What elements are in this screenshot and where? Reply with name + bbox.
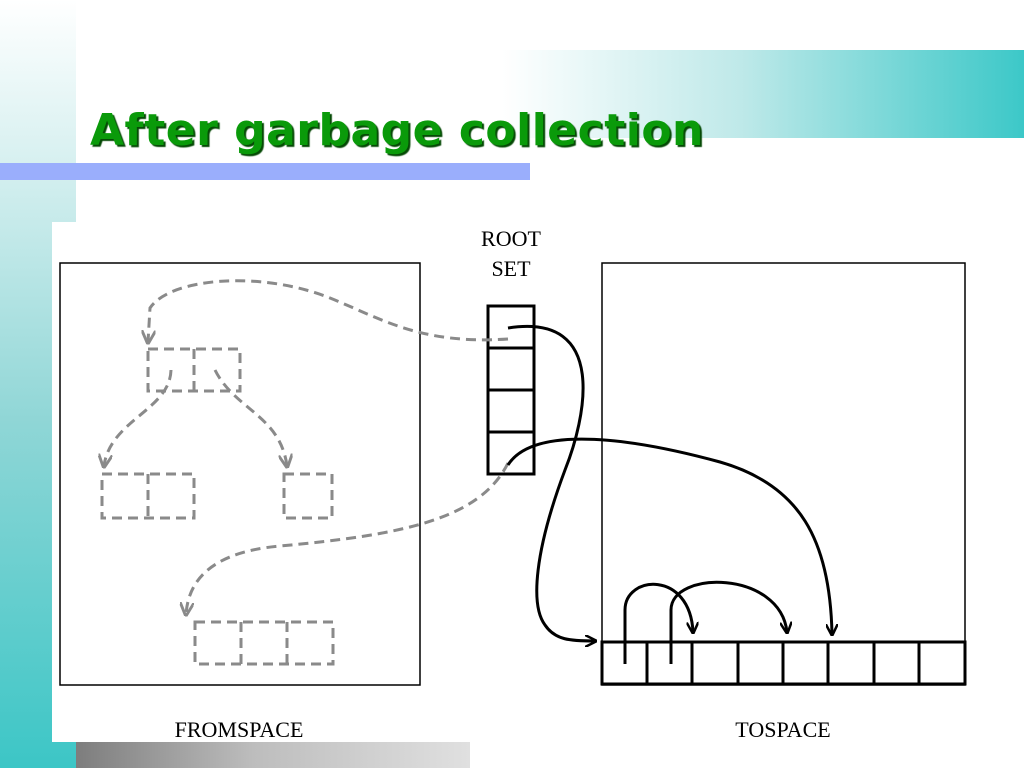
bottom-decor-bar <box>76 742 470 768</box>
title-underline-bar <box>0 163 530 180</box>
top-decor-band <box>76 50 1024 138</box>
root-set-label-line2: SET <box>491 256 531 281</box>
tospace-objects <box>600 640 967 686</box>
fromspace-dead-objects <box>100 347 335 666</box>
stale-pointer-root-to-bottom <box>186 462 510 614</box>
pointer-root-to-first-object <box>507 324 595 641</box>
dead-node-bottom <box>193 620 335 666</box>
dead-node-left <box>100 472 196 520</box>
stale-pointer-top-to-left <box>104 369 173 466</box>
stale-pointers <box>104 279 510 614</box>
pointer-root-to-tospace-object <box>506 437 832 634</box>
live-pointers <box>506 324 832 664</box>
stale-pointer-root-to-top <box>148 279 509 342</box>
fromspace-label: FROMSPACE <box>175 717 304 742</box>
pointer-obj1-to-obj2 <box>623 582 693 664</box>
stale-pointer-top-to-right <box>213 369 287 466</box>
fromspace-box <box>59 262 421 686</box>
tospace-label: TOSPACE <box>735 717 830 742</box>
root-set <box>486 304 536 476</box>
pointer-obj2-to-obj4 <box>669 580 787 664</box>
slide-title: After garbage collection <box>90 105 704 156</box>
dead-node-right <box>282 472 334 520</box>
root-set-label-line1: ROOT <box>481 226 541 251</box>
